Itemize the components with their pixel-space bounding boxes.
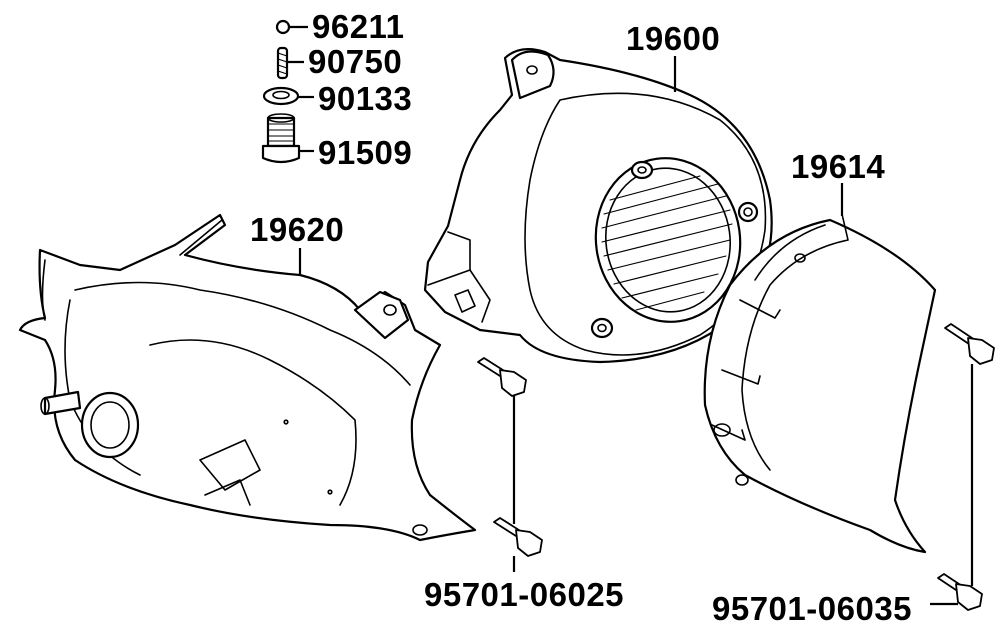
plug-91509 [261,113,314,164]
label-96211: 96211 [312,8,405,45]
label-91509: 91509 [318,134,413,171]
label-19614: 19614 [791,148,886,185]
bolt-pair-95701-06035 [930,323,995,611]
cap-ball-96211 [275,19,308,35]
label-19620: 19620 [250,211,345,248]
label-19600: 19600 [626,20,721,57]
label-95701-06035: 95701-06035 [712,590,913,627]
bolt-pair-95701-06025 [477,357,543,572]
cover-19620 [18,213,477,542]
spring-90750 [276,46,304,80]
fan-housing-19600 [423,47,773,364]
label-90133: 90133 [318,80,413,117]
washer-90133 [262,86,314,106]
label-95701-06025: 95701-06025 [424,576,625,613]
label-90750: 90750 [308,43,403,80]
shroud-19614 [703,183,937,554]
